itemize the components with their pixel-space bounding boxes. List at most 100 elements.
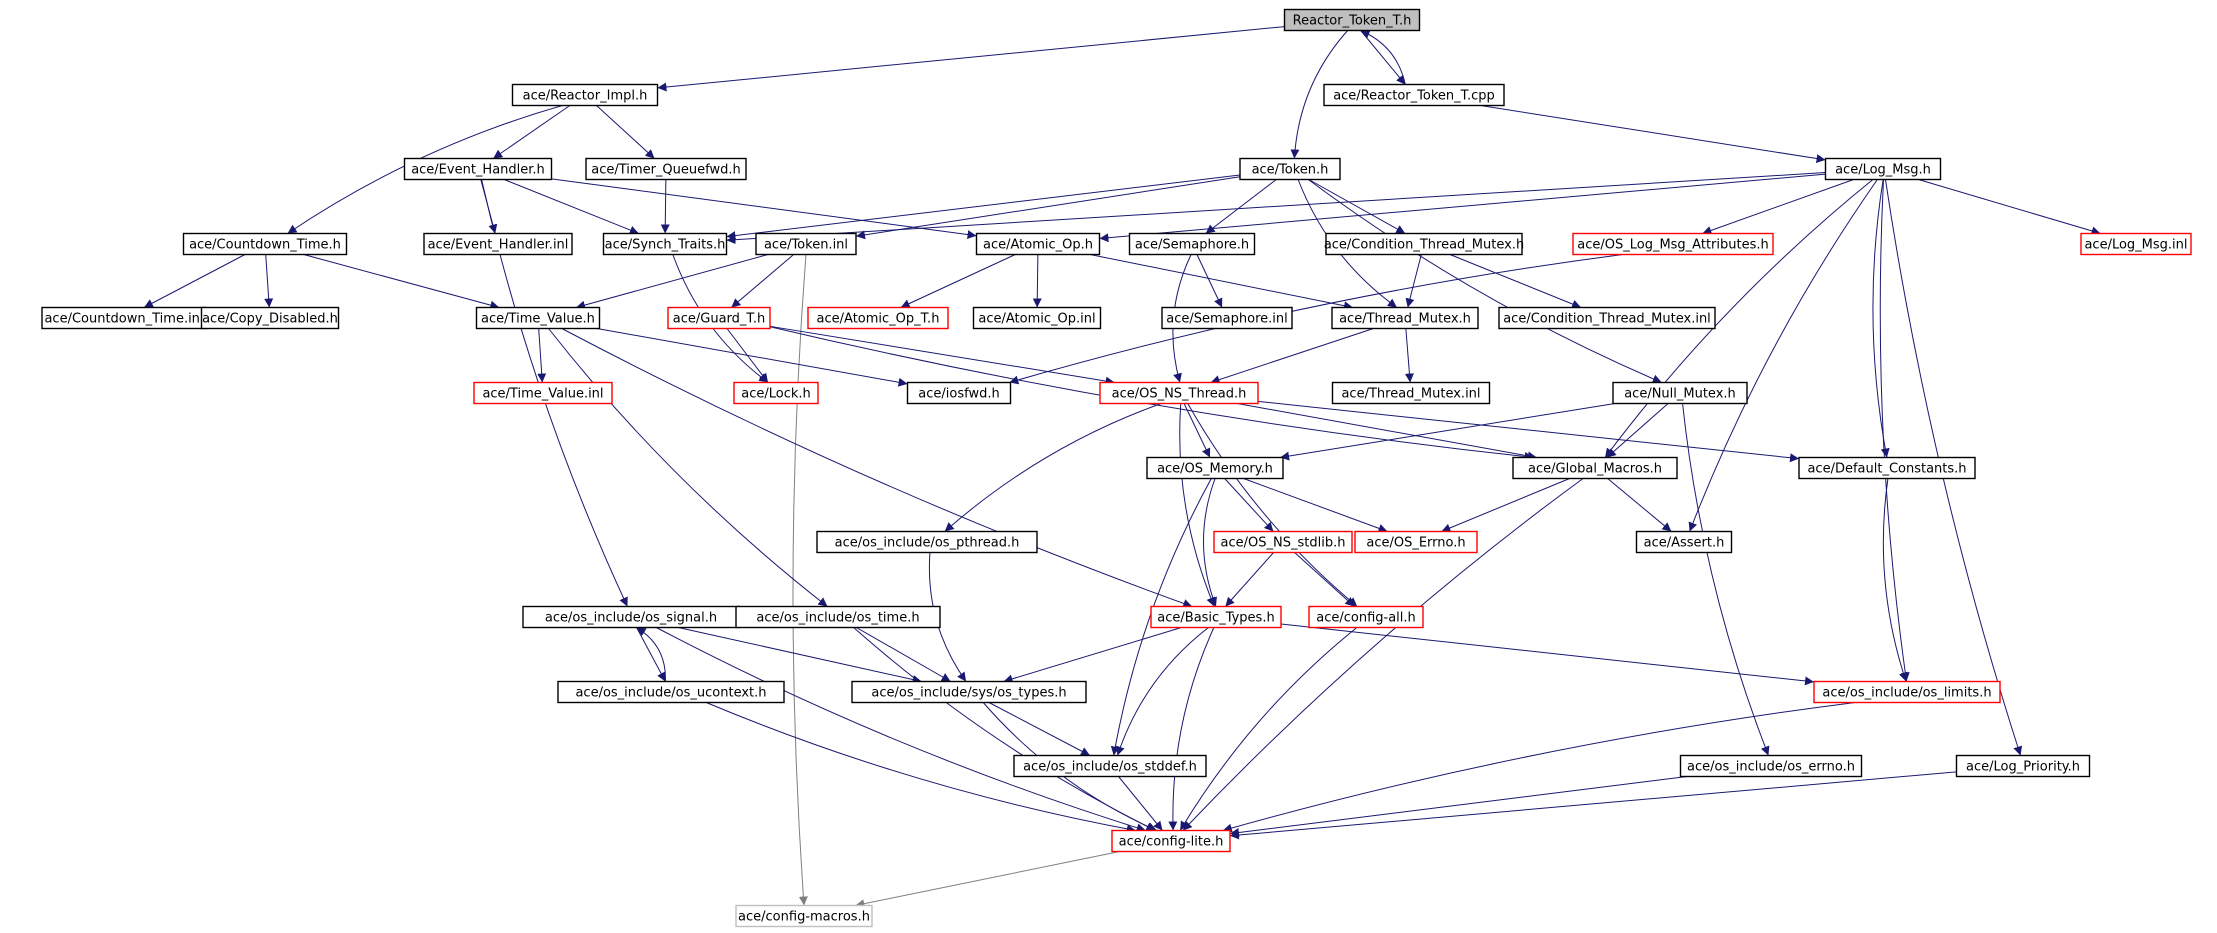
node-basic-types-h[interactable]: ace/Basic_Types.h	[1150, 605, 1282, 629]
node-box	[2080, 232, 2192, 256]
edge-token_h-to-synch_traits_h	[726, 174, 1241, 241]
node-countdown-time-inl[interactable]: ace/Countdown_Time.inl	[41, 306, 207, 330]
node-box	[1325, 232, 1523, 256]
node-assert-h[interactable]: ace/Assert.h	[1635, 530, 1733, 554]
edge-line	[1872, 179, 1890, 458]
node-os-limits-h[interactable]: ace/os_include/os_limits.h	[1813, 680, 2001, 704]
node-default-constants-h[interactable]: ace/Default_Constants.h	[1798, 456, 1976, 480]
node-os-time-h[interactable]: ace/os_include/os_time.h	[735, 605, 941, 629]
node-semaphore-inl[interactable]: ace/Semaphore.inl	[1161, 306, 1293, 330]
node-time-value-inl[interactable]: ace/Time_Value.inl	[473, 381, 613, 405]
node-config-lite-h[interactable]: ace/config-lite.h	[1111, 829, 1231, 853]
edge-os_memory_h-to-basic_types_h	[1203, 478, 1217, 607]
node-os-ns-stdlib-h[interactable]: ace/OS_NS_stdlib.h	[1213, 530, 1353, 554]
node-os-memory-h[interactable]: ace/OS_Memory.h	[1146, 456, 1284, 480]
edge-os_time_h-to-os_types_h	[856, 627, 951, 682]
edge-atomic_op_h-to-atomic_op_inl	[1032, 254, 1042, 308]
node-os-pthread-h[interactable]: ace/os_include/os_pthread.h	[816, 530, 1038, 554]
edge-line	[726, 174, 1241, 241]
node-box	[972, 306, 1102, 330]
edge-config_all_h-to-config_lite_h	[1179, 627, 1358, 831]
edge-os_ns_stdlib_h-to-basic_types_h	[1225, 552, 1274, 607]
node-label: ace/os_include/os_time.h	[756, 611, 919, 626]
edge-token_h-to-null_mutex_h	[1307, 179, 1662, 384]
node-label: ace/Semaphore.inl	[1166, 312, 1287, 327]
node-guard-t-h[interactable]: ace/Guard_T.h	[667, 306, 771, 330]
node-os-signal-h[interactable]: ace/os_include/os_signal.h	[522, 605, 740, 629]
edge-line	[1918, 179, 2101, 236]
node-reactor-token-t-h[interactable]: Reactor_Token_T.h	[1283, 8, 1421, 32]
node-os-log-msg-attributes-h[interactable]: ace/OS_Log_Msg_Attributes.h	[1572, 232, 1774, 256]
node-condition-thread-mutex-inl[interactable]: ace/Condition_Thread_Mutex.inl	[1498, 306, 1716, 330]
node-time-value-h[interactable]: ace/Time_Value.h	[475, 306, 601, 330]
edge-global_macros_h-to-os_errno_h	[1441, 478, 1570, 533]
edge-os_time_h-to-config_lite_h	[853, 627, 1156, 831]
node-box	[1813, 680, 2001, 704]
node-semaphore-h[interactable]: ace/Semaphore.h	[1128, 232, 1256, 256]
node-atomic-op-h[interactable]: ace/Atomic_Op.h	[975, 232, 1101, 256]
node-timer-queuefwd-h[interactable]: ace/Timer_Queuefwd.h	[585, 157, 747, 181]
node-os-errno-h[interactable]: ace/OS_Errno.h	[1354, 530, 1478, 554]
edge-semaphore_h-to-semaphore_inl	[1196, 254, 1223, 308]
edge-os_ucontext_h-to-os_signal_h	[636, 627, 666, 682]
node-lock-h[interactable]: ace/Lock.h	[733, 381, 819, 405]
node-reactor-token-t-cpp[interactable]: ace/Reactor_Token_T.cpp	[1323, 83, 1505, 107]
edge-line	[1449, 254, 1582, 309]
node-copy-disabled-h[interactable]: ace/Copy_Disabled.h	[200, 306, 340, 330]
node-label: ace/Token.h	[1252, 163, 1329, 178]
node-token-h[interactable]: ace/Token.h	[1239, 157, 1341, 181]
node-countdown-time-h[interactable]: ace/Countdown_Time.h	[182, 232, 348, 256]
node-box	[1111, 829, 1231, 853]
edge-line	[1196, 254, 1223, 308]
edge-line	[1604, 179, 1874, 458]
node-label: ace/Synch_Traits.h	[605, 238, 726, 253]
node-os-stddef-h[interactable]: ace/os_include/os_stddef.h	[1013, 754, 1207, 778]
node-thread-mutex-inl[interactable]: ace/Thread_Mutex.inl	[1331, 381, 1491, 405]
edge-line	[1280, 403, 1615, 461]
edge-line	[1089, 254, 1354, 311]
edge-os_memory_h-to-os_ns_stdlib_h	[1224, 478, 1274, 532]
node-config-all-h[interactable]: ace/config-all.h	[1308, 605, 1424, 629]
node-event-handler-inl[interactable]: ace/Event_Handler.inl	[423, 232, 573, 256]
node-atomic-op-inl[interactable]: ace/Atomic_Op.inl	[972, 306, 1102, 330]
node-box	[1498, 306, 1716, 330]
node-event-handler-h[interactable]: ace/Event_Handler.h	[403, 157, 553, 181]
edge-condition_thread_mutex_h-to-thread_mutex_h	[1405, 254, 1422, 308]
node-null-mutex-h[interactable]: ace/Null_Mutex.h	[1612, 381, 1748, 405]
edge-line	[1441, 478, 1570, 533]
node-thread-mutex-h[interactable]: ace/Thread_Mutex.h	[1331, 306, 1479, 330]
edge-null_mutex_h-to-os_memory_h	[1280, 403, 1615, 461]
node-log-priority-h[interactable]: ace/Log_Priority.h	[1955, 754, 2091, 778]
node-iosfwd-h[interactable]: ace/iosfwd.h	[906, 381, 1012, 405]
edge-null_mutex_h-to-global_macros_h	[1606, 403, 1669, 458]
node-box	[511, 83, 659, 107]
node-atomic-op-t-h[interactable]: ace/Atomic_Op_T.h	[807, 306, 949, 330]
edge-os_errno_inc_h-to-config_lite_h	[1229, 776, 1688, 837]
node-log-msg-h[interactable]: ace/Log_Msg.h	[1824, 157, 1942, 181]
node-box	[816, 530, 1038, 554]
node-token-inl[interactable]: ace/Token.inl	[755, 232, 857, 256]
node-box	[1679, 754, 1863, 778]
node-reactor-impl-h[interactable]: ace/Reactor_Impl.h	[511, 83, 659, 107]
edge-log_priority_h-to-config_lite_h	[1229, 771, 1957, 840]
node-os-errno-inc-h[interactable]: ace/os_include/os_errno.h	[1679, 754, 1863, 778]
edge-line	[537, 328, 547, 383]
node-box	[1612, 381, 1748, 405]
edge-line	[1290, 30, 1349, 159]
node-box	[1331, 306, 1479, 330]
node-log-msg-inl[interactable]: ace/Log_Msg.inl	[2080, 232, 2192, 256]
edge-os_ns_thread_h-to-global_macros_h	[1237, 403, 1537, 461]
node-label: ace/os_include/os_pthread.h	[835, 536, 1020, 551]
node-config-macros-h[interactable]: ace/config-macros.h	[735, 904, 873, 928]
node-box	[975, 232, 1101, 256]
node-global-macros-h[interactable]: ace/Global_Macros.h	[1512, 456, 1678, 480]
node-synch-traits-h[interactable]: ace/Synch_Traits.h	[602, 232, 728, 256]
node-label: ace/Atomic_Op.inl	[978, 312, 1095, 327]
node-os-types-h[interactable]: ace/os_include/sys/os_types.h	[851, 680, 1087, 704]
node-label: ace/config-macros.h	[738, 910, 870, 925]
node-os-ns-thread-h[interactable]: ace/OS_NS_Thread.h	[1099, 381, 1259, 405]
node-condition-thread-mutex-h[interactable]: ace/Condition_Thread_Mutex.h	[1324, 232, 1524, 256]
node-label: ace/Reactor_Impl.h	[523, 89, 648, 104]
node-os-ucontext-h[interactable]: ace/os_include/os_ucontext.h	[557, 680, 785, 704]
